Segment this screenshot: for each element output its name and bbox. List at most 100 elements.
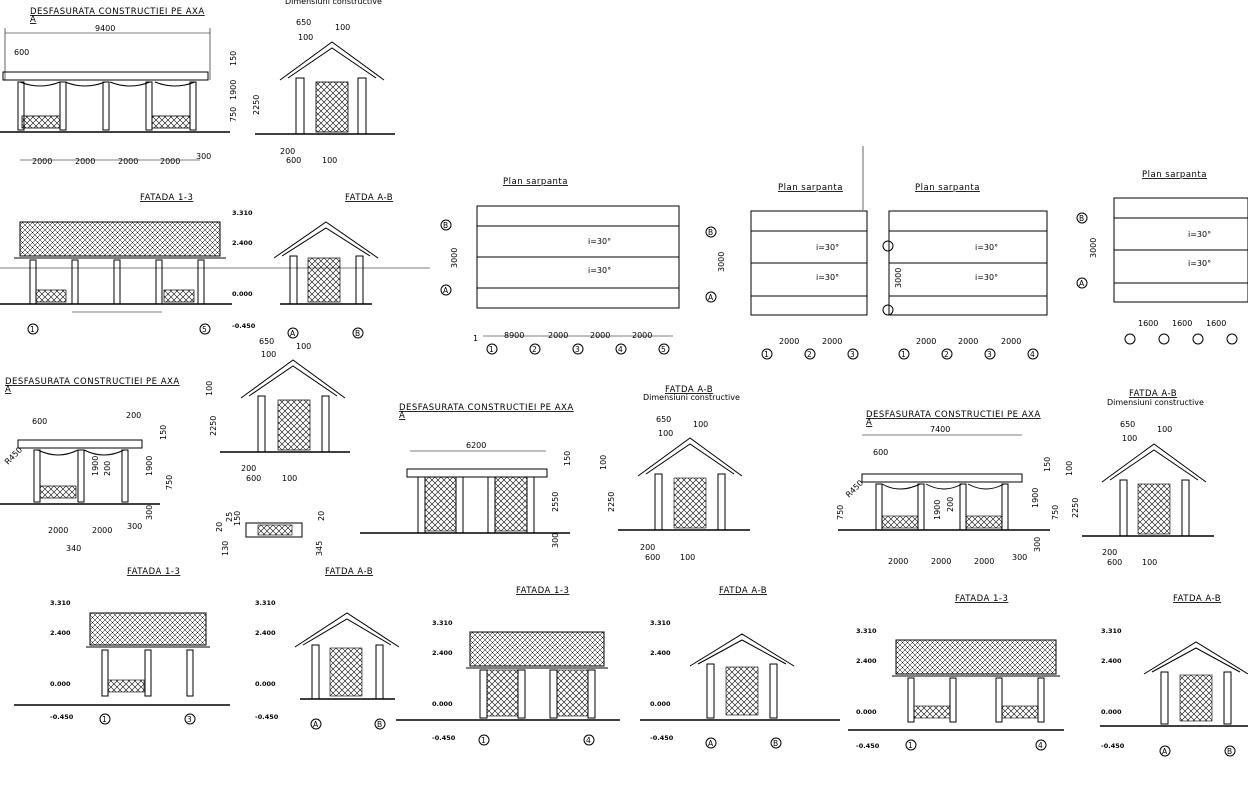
roof-plan-3: Plan sarpanta i=30° i=30° 3000 2000 2000…	[882, 183, 1048, 360]
dim-2250: 2250	[209, 416, 218, 436]
facade-ab-title: FATDA A-B	[1173, 594, 1221, 604]
axis-4: 4	[1038, 741, 1043, 750]
dim-2250: 2250	[1071, 498, 1080, 518]
dim-2000-b: 2000	[931, 557, 951, 566]
dim-100-c: 100	[205, 381, 214, 396]
dim-1900-b: 1900	[145, 456, 154, 476]
axis-3: 3	[850, 350, 855, 359]
level-4: -0.450	[1101, 742, 1125, 750]
axis-a: A	[313, 720, 319, 729]
axis-4: 4	[618, 345, 623, 354]
dim-100-d: 100	[282, 474, 297, 483]
section-title: DESFASURATA CONSTRUCTIEI PE AXA	[399, 403, 574, 413]
dim-300: 300	[1033, 537, 1042, 552]
dim-100-d: 100	[680, 553, 695, 562]
dim-150: 150	[1043, 457, 1052, 472]
gable-dimensions-1: Dimensiuni constructive 650 100 100 2250…	[252, 0, 395, 165]
facade-1-4: FATADA 1-3 3.310 2.400 0.000 -0.450 1 4	[396, 586, 620, 746]
gable-dimensions-4: FATDA A-B Dimensiuni constructive 650 10…	[1065, 389, 1214, 567]
dim-7400: 7400	[930, 425, 950, 434]
level-1: 3.310	[432, 619, 453, 627]
slope-up: i=30°	[816, 243, 839, 252]
roof-plan-2: Plan sarpanta i=30° i=30° 3000 B A 2000 …	[705, 146, 868, 360]
level-2: 2.400	[856, 657, 877, 665]
dim-600: 600	[246, 474, 261, 483]
section-title: DESFASURATA CONSTRUCTIEI PE AXA	[30, 7, 205, 17]
axis-b: B	[1227, 747, 1232, 756]
dim-20: 20	[215, 522, 224, 532]
dim-100-c: 100	[1065, 461, 1074, 476]
slope-up: i=30°	[588, 237, 611, 246]
axis-b: B	[377, 720, 382, 729]
dim-3000: 3000	[1089, 238, 1098, 258]
axis-1: 1	[901, 350, 906, 359]
dim-100-c: 100	[599, 455, 608, 470]
axis-1: 1	[30, 325, 35, 334]
slope-down: i=30°	[588, 266, 611, 275]
level-4: -0.450	[856, 742, 880, 750]
axis-1: 1	[489, 345, 494, 354]
dim-345: 345	[315, 541, 324, 556]
dim-2000-c: 2000	[1001, 337, 1021, 346]
dim-2000-b: 2000	[822, 337, 842, 346]
dim-300: 300	[145, 505, 154, 520]
axis-1: 1	[908, 741, 913, 750]
dim-750: 750	[165, 475, 174, 490]
section-axis: A	[30, 15, 36, 25]
level-1: 3.310	[650, 619, 671, 627]
dim-100-c: 100	[322, 156, 337, 165]
dim-750: 750	[229, 107, 238, 122]
dim-650: 650	[296, 18, 311, 27]
dim-1600-c: 1600	[1206, 319, 1226, 328]
section-2-bays: DESFASURATA CONSTRUCTIEI PE AXA A 600 20…	[0, 377, 179, 553]
dim-2250: 2250	[252, 95, 261, 115]
dim-150: 150	[159, 425, 168, 440]
dim-2000: 2000	[48, 526, 68, 535]
dim-1900: 1900	[91, 456, 100, 476]
dim-20-b: 20	[317, 511, 326, 521]
axis-5: 5	[202, 325, 207, 334]
dim-2000-b: 2000	[590, 331, 610, 340]
dim-2000-c: 2000	[974, 557, 994, 566]
dim-2000: 2000	[916, 337, 936, 346]
axis-b: B	[443, 221, 448, 230]
axis-1: 1	[481, 736, 486, 745]
dim-100-b: 100	[1122, 434, 1137, 443]
level-1: 3.310	[1101, 627, 1122, 635]
dim-100-b: 100	[261, 350, 276, 359]
dim-2000-d: 2000	[160, 157, 180, 166]
gable-title: Dimensiuni constructive	[1107, 398, 1204, 407]
dim-2000-a: 2000	[32, 157, 52, 166]
facade-title: FATADA 1-3	[127, 567, 180, 577]
axis-b: B	[1079, 214, 1084, 223]
dim-6200: 6200	[466, 441, 486, 450]
section-axis: A	[399, 411, 405, 421]
dim-650: 650	[1120, 420, 1135, 429]
dim-100: 100	[335, 23, 350, 32]
axis-b: B	[708, 228, 713, 237]
section-axis: A	[866, 418, 872, 428]
facade-title: FATADA 1-3	[955, 594, 1008, 604]
level-1: 3.310	[856, 627, 877, 635]
dim-2550: 2550	[551, 492, 560, 512]
level-2: 2.400	[432, 649, 453, 657]
dim-300: 300	[551, 533, 560, 548]
axis-2: 2	[532, 345, 537, 354]
level-2: 2.400	[232, 239, 253, 247]
roof-plan-title: Plan sarpanta	[1142, 170, 1207, 180]
slope-down: i=30°	[816, 273, 839, 282]
dim-1600-b: 1600	[1172, 319, 1192, 328]
dim-200: 200	[1102, 548, 1117, 557]
axis-1: 1	[764, 350, 769, 359]
dim-600: 600	[645, 553, 660, 562]
axis-4: 4	[1030, 350, 1035, 359]
level-3: 0.000	[856, 708, 877, 716]
dim-200: 200	[241, 464, 256, 473]
slope-up: i=30°	[1188, 230, 1211, 239]
dim-300: 300	[196, 152, 211, 161]
dim-1600: 1600	[1138, 319, 1158, 328]
dim-1: 1	[473, 334, 478, 343]
dim-200: 200	[640, 543, 655, 552]
dim-100-d: 100	[1142, 558, 1157, 567]
